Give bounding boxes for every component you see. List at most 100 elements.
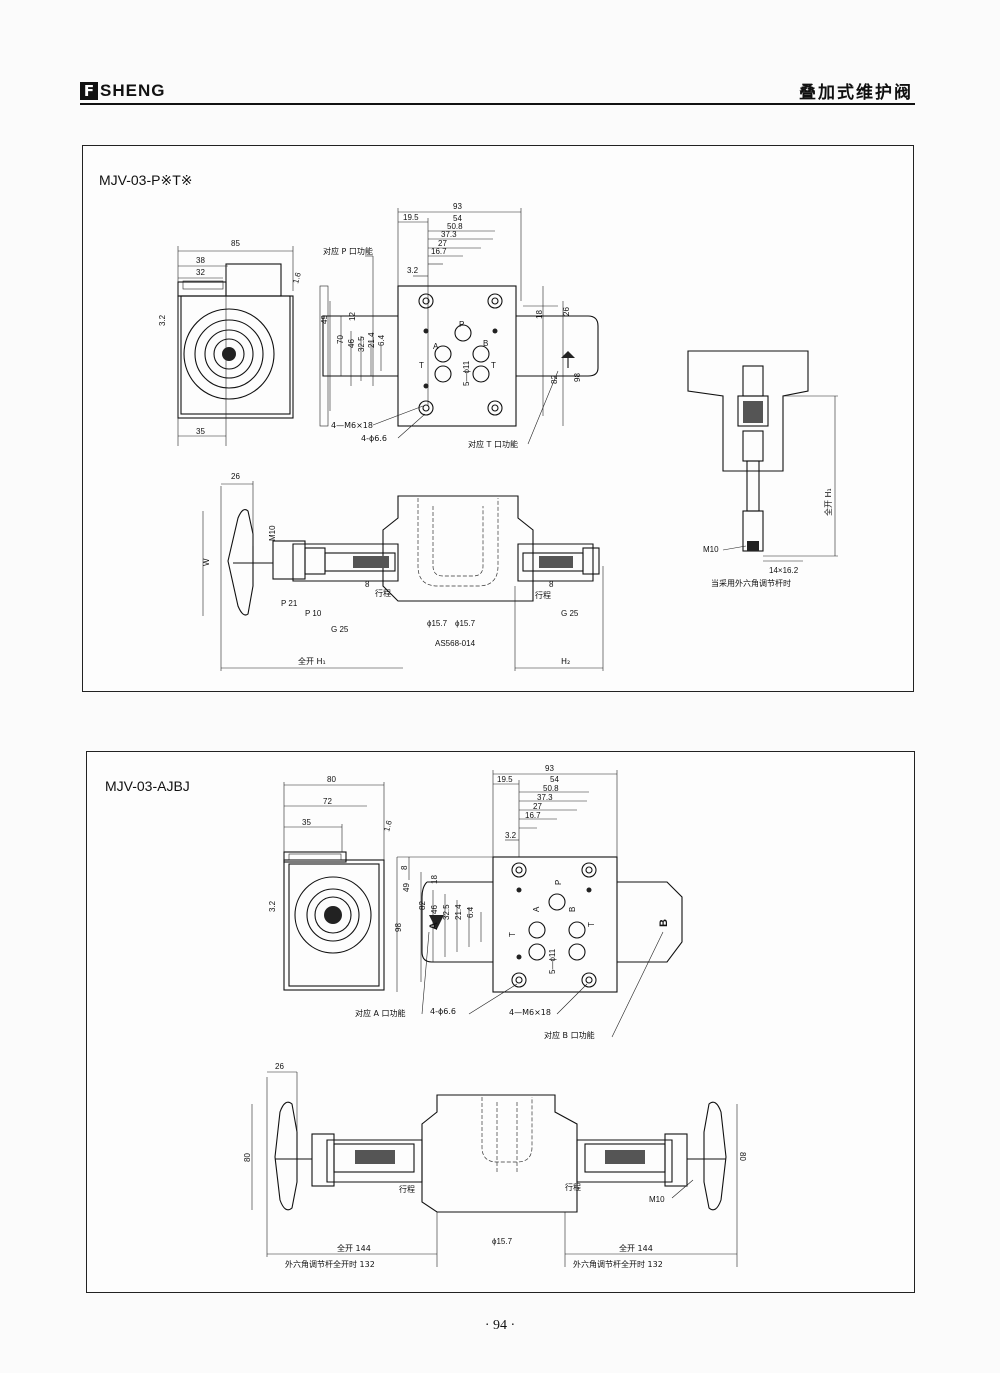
dim-w: W xyxy=(202,558,211,566)
dim-8: 8 xyxy=(365,580,370,589)
dim-8: 8 xyxy=(400,865,409,870)
side-view: 80 72 35 1.6 3.2 xyxy=(268,775,394,991)
m6-callout: 4—M6×18 xyxy=(331,421,373,430)
thread-m10: M10 xyxy=(649,1195,665,1204)
dim-21-4: 21.4 xyxy=(367,332,376,348)
big-port-a: A xyxy=(428,922,440,930)
dim-37-3: 37.3 xyxy=(441,230,457,239)
dim-27: 27 xyxy=(533,802,542,811)
dim-32: 32 xyxy=(196,268,205,277)
dim-d15-7: ϕ15.7 xyxy=(492,1237,513,1246)
dim-93: 93 xyxy=(453,202,462,211)
full-open-left: 全开 144 xyxy=(337,1243,371,1253)
brand-logo: F SHENG xyxy=(80,80,165,102)
stroke-label-1: 行程 xyxy=(375,588,391,598)
dim-26b: 26 xyxy=(231,472,240,481)
p-function-note: 对应 P 口功能 xyxy=(323,246,373,256)
h2-label: H₂ xyxy=(561,657,570,666)
port-t1: T xyxy=(508,932,517,937)
dim-32-5: 32.5 xyxy=(357,336,366,352)
plan-view: P A B T T 93 19.5 54 50.8 37.3 27 16 xyxy=(319,202,599,449)
dim-19-5: 19.5 xyxy=(403,213,419,222)
hex-rod-right: 外六角调节杆全开时 132 xyxy=(573,1259,663,1269)
dim-1-6: 1.6 xyxy=(291,271,303,285)
port-t2: T xyxy=(491,361,496,370)
dim-35: 35 xyxy=(196,427,205,436)
thread-g25b: G 25 xyxy=(561,609,579,618)
dim-16-7: 16.7 xyxy=(431,247,447,256)
dim-98: 98 xyxy=(573,373,582,382)
hole-callout: 4-ϕ6.6 xyxy=(430,1007,456,1016)
hex-rod-detail: 全开 H₁ M10 14×16.2 当采用外六角调节杆时 xyxy=(687,350,838,588)
dim-6-4: 6.4 xyxy=(466,906,475,918)
holes-5-d11: 5—ϕ11 xyxy=(548,948,557,974)
port-t2: T xyxy=(587,922,596,927)
port-t1: T xyxy=(419,361,424,370)
figure-panel-1: MJV-03-P※T※ 85 38 32 35 1.6 3.2 xyxy=(82,145,914,692)
logo-text: SHENG xyxy=(100,81,166,100)
b-function-note: 对应 B 口功能 xyxy=(544,1030,595,1040)
header-title: 叠加式维护阀 xyxy=(799,83,913,103)
dim-32-5: 32.5 xyxy=(442,904,451,920)
a-function-note: 对应 A 口功能 xyxy=(355,1008,406,1018)
dim-21-4: 21.4 xyxy=(454,904,463,920)
port-p: P xyxy=(554,880,563,885)
dim-18: 18 xyxy=(535,310,544,319)
dim-d15-7a: ϕ15.7 xyxy=(427,619,448,628)
dim-46: 46 xyxy=(347,339,356,348)
thread-m10: M10 xyxy=(268,525,277,541)
dim-27: 27 xyxy=(438,239,447,248)
port-p: P xyxy=(459,320,464,329)
dim-70: 70 xyxy=(336,335,345,344)
dim-93: 93 xyxy=(545,764,554,773)
port-a: A xyxy=(433,342,439,351)
figure-panel-2: MJV-03-AJBJ 80 72 35 1.6 3.2 xyxy=(86,751,915,1293)
dim-26: 26 xyxy=(275,1062,284,1071)
stroke-label-2: 行程 xyxy=(535,590,551,600)
dim-80b: 80 xyxy=(243,1153,252,1162)
big-port-b: B xyxy=(658,919,670,927)
full-open-right: 全开 144 xyxy=(619,1243,653,1253)
dim-98: 98 xyxy=(394,923,403,932)
drawing-mjv-03-pt: 85 38 32 35 1.6 3.2 P A xyxy=(158,202,838,671)
page-number: · 94 · xyxy=(484,1318,516,1333)
port-p10: P 10 xyxy=(305,609,322,618)
dim-19-5: 19.5 xyxy=(497,775,513,784)
dim-50-8: 50.8 xyxy=(543,784,559,793)
dim-50-8: 50.8 xyxy=(447,222,463,231)
logo-mark: F xyxy=(80,82,98,100)
port-p21: P 21 xyxy=(281,599,298,608)
dim-3-2: 3.2 xyxy=(505,831,517,840)
hex-rod-left: 外六角调节杆全开时 132 xyxy=(285,1259,375,1269)
dim-54: 54 xyxy=(453,214,462,223)
t-function-note: 对应 T 口功能 xyxy=(468,439,518,449)
dim-8b: 8 xyxy=(549,580,554,589)
port-b: B xyxy=(483,339,488,348)
dim-54: 54 xyxy=(550,775,559,784)
dim-3-2-roughness: 3.2 xyxy=(158,314,167,326)
dim-d15-7b: ϕ15.7 xyxy=(455,619,476,628)
dim-3-2: 3.2 xyxy=(407,266,419,275)
plan-view: P A B T T A B 93 19.5 54 50.8 37.3 27 xyxy=(355,764,683,1040)
page-header: F SHENG 叠加式维护阀 xyxy=(80,70,915,104)
oring-as568: AS568-014 xyxy=(435,639,476,648)
dim-46: 46 xyxy=(430,905,439,914)
port-a: A xyxy=(532,906,541,912)
dim-18: 18 xyxy=(430,875,439,884)
dim-72: 72 xyxy=(323,797,332,806)
full-open-h1-vertical: 全开 H₁ xyxy=(823,488,833,516)
stroke-label-2: 行程 xyxy=(565,1182,581,1192)
drawing-mjv-03-ajbj: 80 72 35 1.6 3.2 P A B T xyxy=(243,764,747,1269)
dim-26: 26 xyxy=(562,307,571,316)
dim-3-2-roughness: 3.2 xyxy=(268,900,277,912)
front-section: 26 W M10 P 21 P 10 G 25 G 25 8 8 行程 行程 ϕ… xyxy=(202,472,604,671)
port-b: B xyxy=(568,907,577,912)
full-open-h1: 全开 H₁ xyxy=(298,656,326,666)
front-section: 26 80 80 M10 行程 行程 ϕ15.7 全开 144 全开 144 外… xyxy=(243,1062,747,1269)
dim-82: 82 xyxy=(418,901,427,910)
header-rule xyxy=(80,103,915,105)
hole-callout: 4-ϕ6.6 xyxy=(361,434,387,443)
holes-5-d11: 5—ϕ11 xyxy=(462,360,471,386)
dim-38: 38 xyxy=(196,256,205,265)
dim-80c: 80 xyxy=(738,1152,747,1161)
